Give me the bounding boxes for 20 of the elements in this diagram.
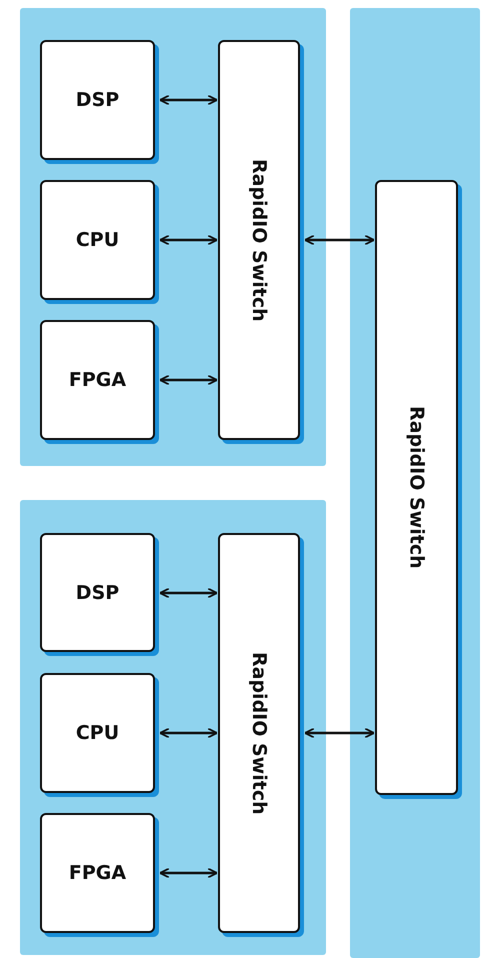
- group-panel: [20, 8, 326, 466]
- double-arrow: [159, 728, 218, 738]
- box-label: RapidIO Switch: [248, 158, 270, 322]
- group-panel: [350, 8, 480, 958]
- box-label: DSP: [76, 89, 120, 111]
- double-arrow: [304, 728, 375, 738]
- double-arrow: [159, 374, 218, 386]
- box-label: FPGA: [68, 369, 126, 391]
- box-label: CPU: [76, 229, 120, 251]
- double-arrow: [159, 588, 218, 598]
- box-label: RapidIO Switch: [406, 406, 428, 569]
- box-label: DSP: [76, 582, 120, 604]
- box-label: CPU: [76, 722, 120, 744]
- box-label: RapidIO Switch: [248, 652, 270, 814]
- group-panel: [20, 500, 326, 955]
- box-label: FPGA: [68, 862, 126, 884]
- double-arrow: [304, 234, 375, 246]
- double-arrow: [159, 234, 218, 246]
- double-arrow: [159, 868, 218, 878]
- double-arrow: [159, 94, 218, 106]
